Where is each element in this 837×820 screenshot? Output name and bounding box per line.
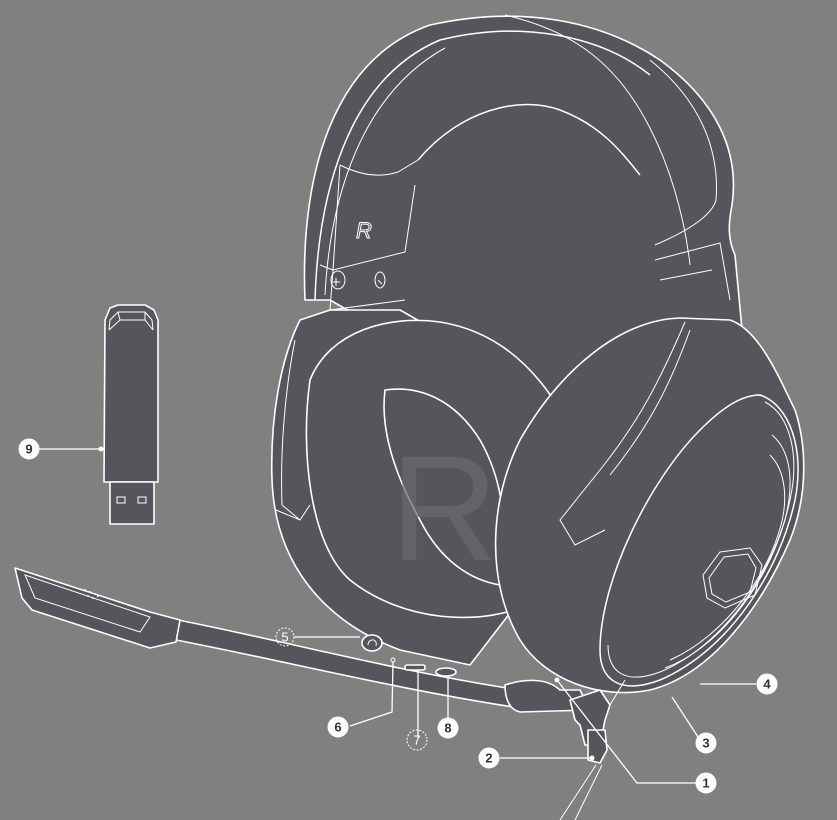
logo-plate [702, 547, 763, 609]
svg-text:1: 1 [702, 776, 709, 791]
svg-text:4: 4 [763, 677, 771, 692]
left-earcup: R [270, 309, 561, 666]
leader-lines [38, 446, 756, 784]
callout-5: 5 [275, 627, 295, 647]
callout-1: 1 [695, 772, 717, 794]
mute-button [404, 664, 426, 671]
usb-dongle [103, 304, 159, 525]
power-button [435, 667, 457, 677]
callout-6: 6 [327, 716, 349, 738]
svg-text:9: 9 [25, 442, 32, 457]
cable [559, 679, 626, 820]
callout-3: 3 [695, 732, 717, 754]
side-marking-r: R [356, 218, 372, 243]
svg-text:3: 3 [702, 736, 709, 751]
callout-4: 4 [756, 673, 778, 695]
boom-microphone [14, 567, 591, 713]
right-earcup [494, 317, 805, 694]
volume-wheel [361, 634, 383, 652]
svg-text:5: 5 [281, 630, 288, 645]
svg-text:2: 2 [485, 751, 492, 766]
mic-grille-icon [84, 589, 99, 599]
callout-8: 8 [437, 717, 459, 739]
earcup-ghost-marking: R [390, 424, 498, 592]
callout-7: 7 [406, 729, 428, 751]
callout-9: 9 [18, 438, 40, 460]
svg-text:8: 8 [444, 721, 451, 736]
callout-2: 2 [478, 747, 500, 769]
svg-text:7: 7 [413, 733, 420, 748]
svg-text:6: 6 [334, 720, 341, 735]
screw-icon [374, 271, 386, 289]
screw-icon [330, 270, 346, 290]
indicator-led [390, 657, 396, 663]
